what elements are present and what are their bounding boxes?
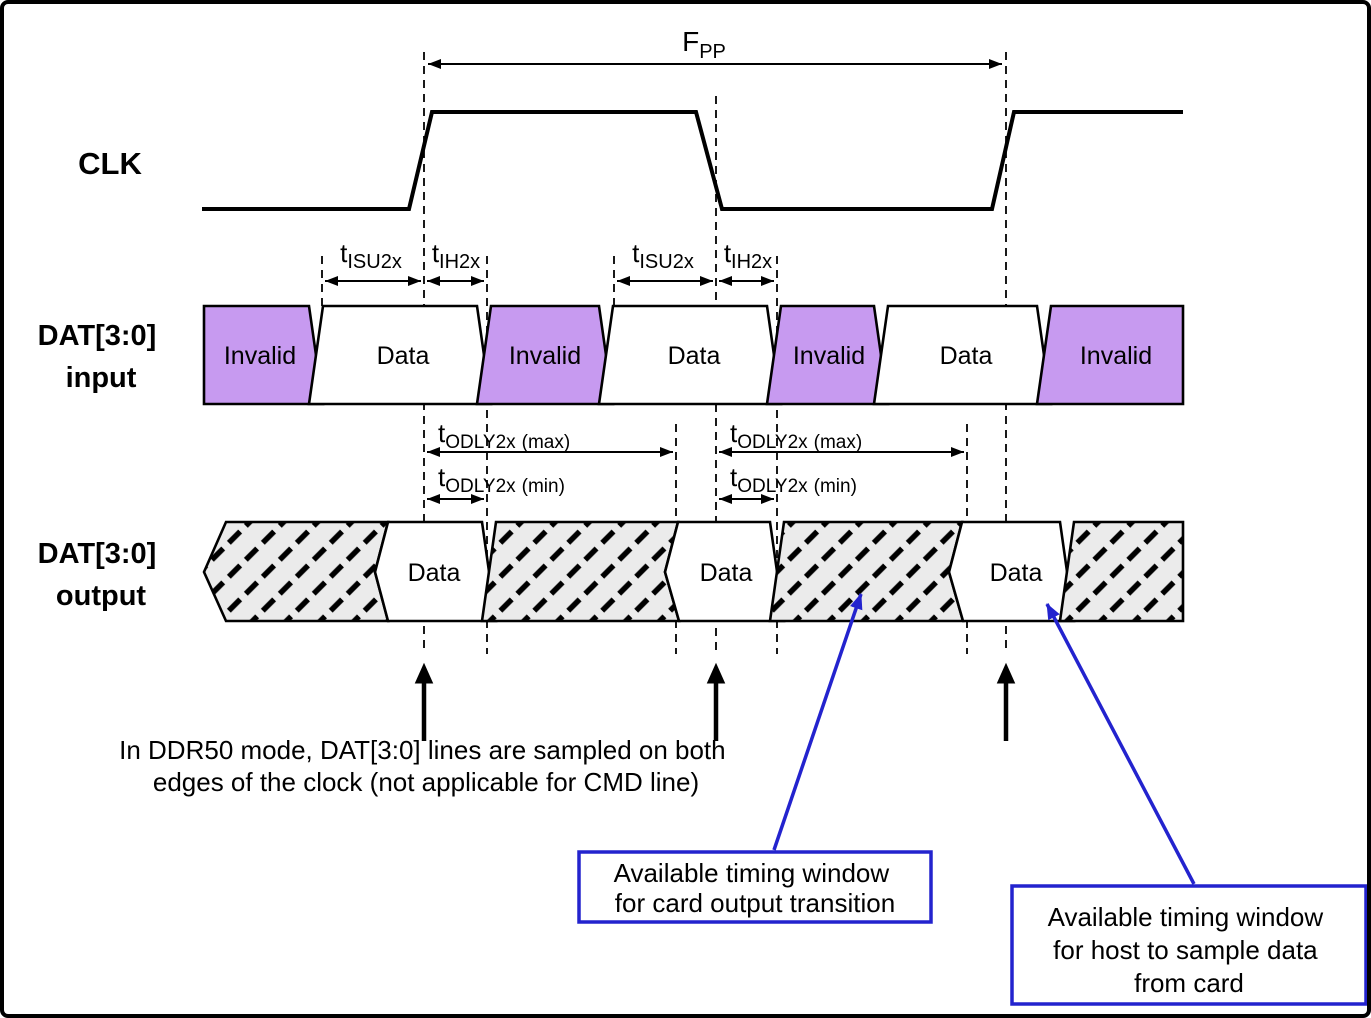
fpp-label: FPP xyxy=(682,26,726,63)
callout-box-2-text: Available timing window for host to samp… xyxy=(1048,902,1331,998)
clk-label: CLK xyxy=(78,146,142,181)
callout-box-2 xyxy=(1010,884,1367,1006)
todly2x-min-label-2: tODLY2x(min) xyxy=(730,462,857,497)
dat-output-label: DAT[3:0] output xyxy=(38,538,165,612)
segment-label: Data xyxy=(990,559,1043,587)
callout-arrow-1 xyxy=(772,593,863,851)
todly2x-min-label-1: tODLY2x(min) xyxy=(438,462,565,497)
segment-label: Invalid xyxy=(509,342,581,370)
segment-label: Data xyxy=(700,559,753,587)
segment-label: Invalid xyxy=(1080,342,1152,370)
dat-output-hatched-segment xyxy=(768,520,965,623)
tih2x-label-1: tIH2x xyxy=(432,238,480,273)
caption: In DDR50 mode, DAT[3:0] lines are sample… xyxy=(119,735,733,797)
dat-output-hatched-segment xyxy=(1058,520,1185,623)
segment-label: Invalid xyxy=(793,342,865,370)
sample-edge-arrow-1 xyxy=(414,662,434,741)
dat-output-bus xyxy=(202,520,1185,623)
dat-input-bus xyxy=(202,304,1185,406)
callout-box-1 xyxy=(577,850,933,924)
dat-output-hatched-segment xyxy=(480,520,681,623)
segment-label: Data xyxy=(668,342,721,370)
todly2x-max-label-1: tODLY2x(max) xyxy=(438,418,570,453)
sample-edge-arrows xyxy=(414,662,1016,741)
clk-waveform xyxy=(202,110,1183,211)
tih2x-label-2: tIH2x xyxy=(724,238,772,273)
sample-edge-arrow-2 xyxy=(706,662,726,741)
todly2x-max-label-2: tODLY2x(max) xyxy=(730,418,862,453)
segment-label: Data xyxy=(377,342,430,370)
segment-label: Data xyxy=(408,559,461,587)
tisu2x-label-1: tISU2x xyxy=(340,238,402,273)
dat-input-segment-labels: Invalid Data Invalid Data Invalid Data I… xyxy=(224,342,1152,370)
segment-label: Invalid xyxy=(224,342,296,370)
tisu2x-label-2: tISU2x xyxy=(632,238,694,273)
dat-input-label: DAT[3:0] input xyxy=(38,320,165,394)
dat-output-hatched-segment xyxy=(202,520,390,623)
dat-input-segment-invalid xyxy=(1035,304,1185,406)
dat-output-segment-labels: Data Data Data xyxy=(408,559,1043,587)
callout-arrow-2 xyxy=(1045,603,1196,885)
callout-box-1-text: Available timing window for card output … xyxy=(614,858,897,918)
timing-diagram: CLK FPP tISU2x tIH2x tISU2x tIH2x DAT[3:… xyxy=(38,26,1367,1006)
sample-edge-arrow-3 xyxy=(996,662,1016,741)
segment-label: Data xyxy=(940,342,993,370)
